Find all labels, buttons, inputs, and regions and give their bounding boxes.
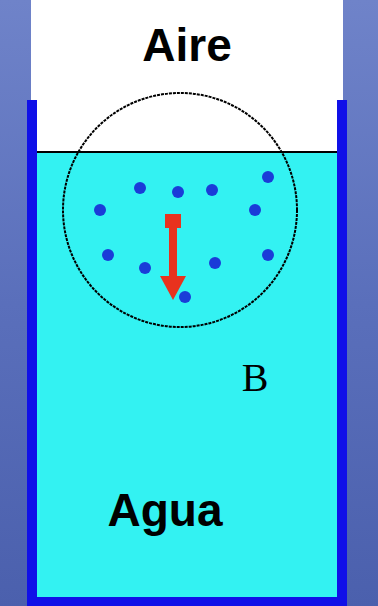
left-wall — [27, 100, 37, 606]
water-box: Agua — [37, 152, 337, 598]
right-wall — [337, 100, 347, 606]
air-box: Aire — [31, 0, 343, 152]
force-arrow — [160, 214, 186, 300]
water-region — [37, 152, 337, 598]
region-name: Agua — [108, 487, 223, 533]
air-region — [31, 0, 343, 153]
bottom-wall — [27, 597, 347, 606]
sphere-outline — [63, 93, 297, 327]
region-letter: B — [242, 358, 269, 398]
water-surface — [37, 151, 337, 153]
molecule-dots — [94, 171, 274, 303]
region-name: Aire — [142, 22, 231, 68]
